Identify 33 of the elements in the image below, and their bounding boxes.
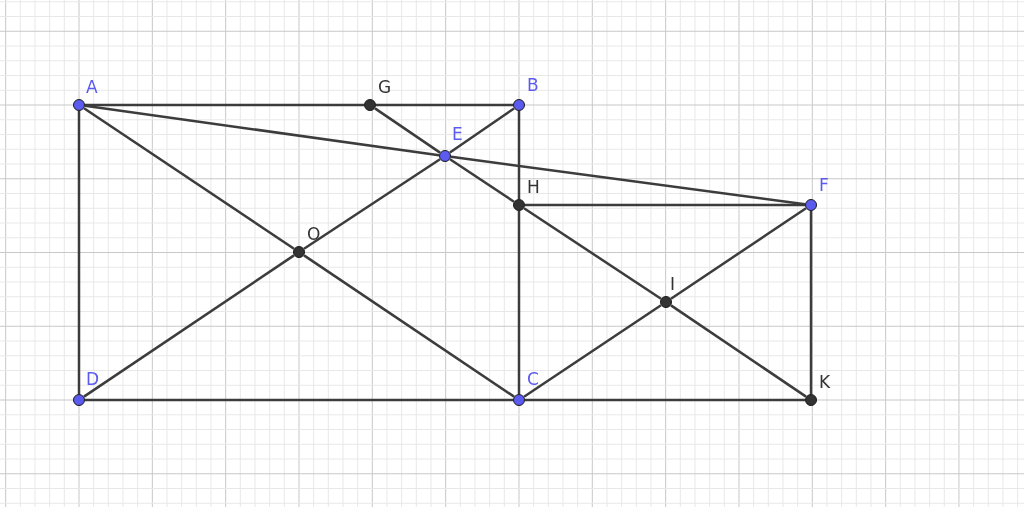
point-label: D (86, 370, 100, 388)
line-segment (517, 111, 521, 199)
point-label: I (670, 275, 675, 293)
line-segment (85, 398, 513, 402)
point-label: O (307, 225, 321, 243)
line-segment (809, 211, 813, 394)
line-segment (303, 254, 515, 398)
point-label: A (86, 78, 98, 96)
line-segment (450, 155, 806, 206)
line-segment (523, 207, 662, 300)
line-segment (449, 158, 515, 203)
line-segment (374, 107, 441, 154)
point-label: B (527, 76, 539, 94)
line-segment (523, 304, 662, 398)
line-segment (77, 111, 81, 394)
line-segment (525, 398, 805, 402)
line-segment (85, 103, 364, 107)
line-segment (525, 203, 805, 207)
point-label: H (527, 178, 540, 196)
line-segment (670, 207, 807, 300)
point-label: C (527, 370, 539, 388)
line-segment (303, 158, 441, 250)
line-segment (83, 107, 295, 250)
line-segment (449, 107, 515, 154)
point-label: F (819, 176, 829, 194)
line-segment (84, 104, 440, 157)
line-segment (83, 254, 295, 398)
line-segment (670, 304, 807, 398)
point-label: E (452, 125, 463, 143)
line-segment (517, 211, 521, 394)
line-segment (376, 103, 513, 107)
point-label: K (819, 373, 831, 391)
point-label: G (378, 78, 392, 96)
